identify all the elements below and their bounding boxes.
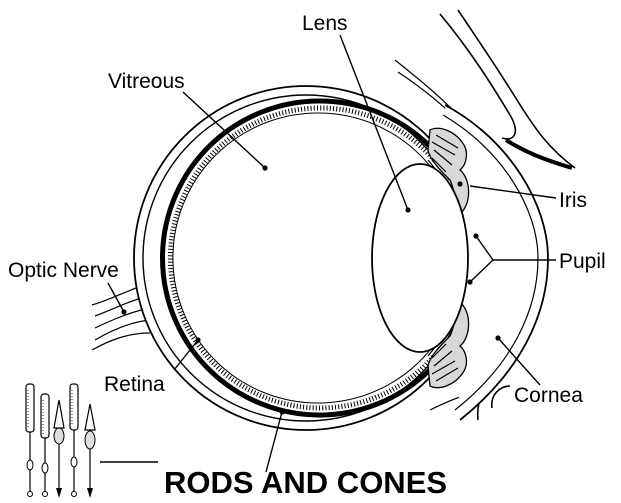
label-retina: Retina (104, 373, 165, 396)
label-cornea: Cornea (514, 384, 583, 407)
label-iris: Iris (559, 189, 587, 212)
rods-and-cones-icon (26, 384, 95, 498)
diagram-title: RODS AND CONES (164, 465, 447, 500)
label-lens: Lens (302, 12, 348, 35)
lens (372, 164, 468, 352)
label-vitreous: Vitreous (108, 70, 185, 93)
label-pupil: Pupil (559, 250, 606, 273)
label-optic-nerve: Optic Nerve (8, 259, 119, 282)
